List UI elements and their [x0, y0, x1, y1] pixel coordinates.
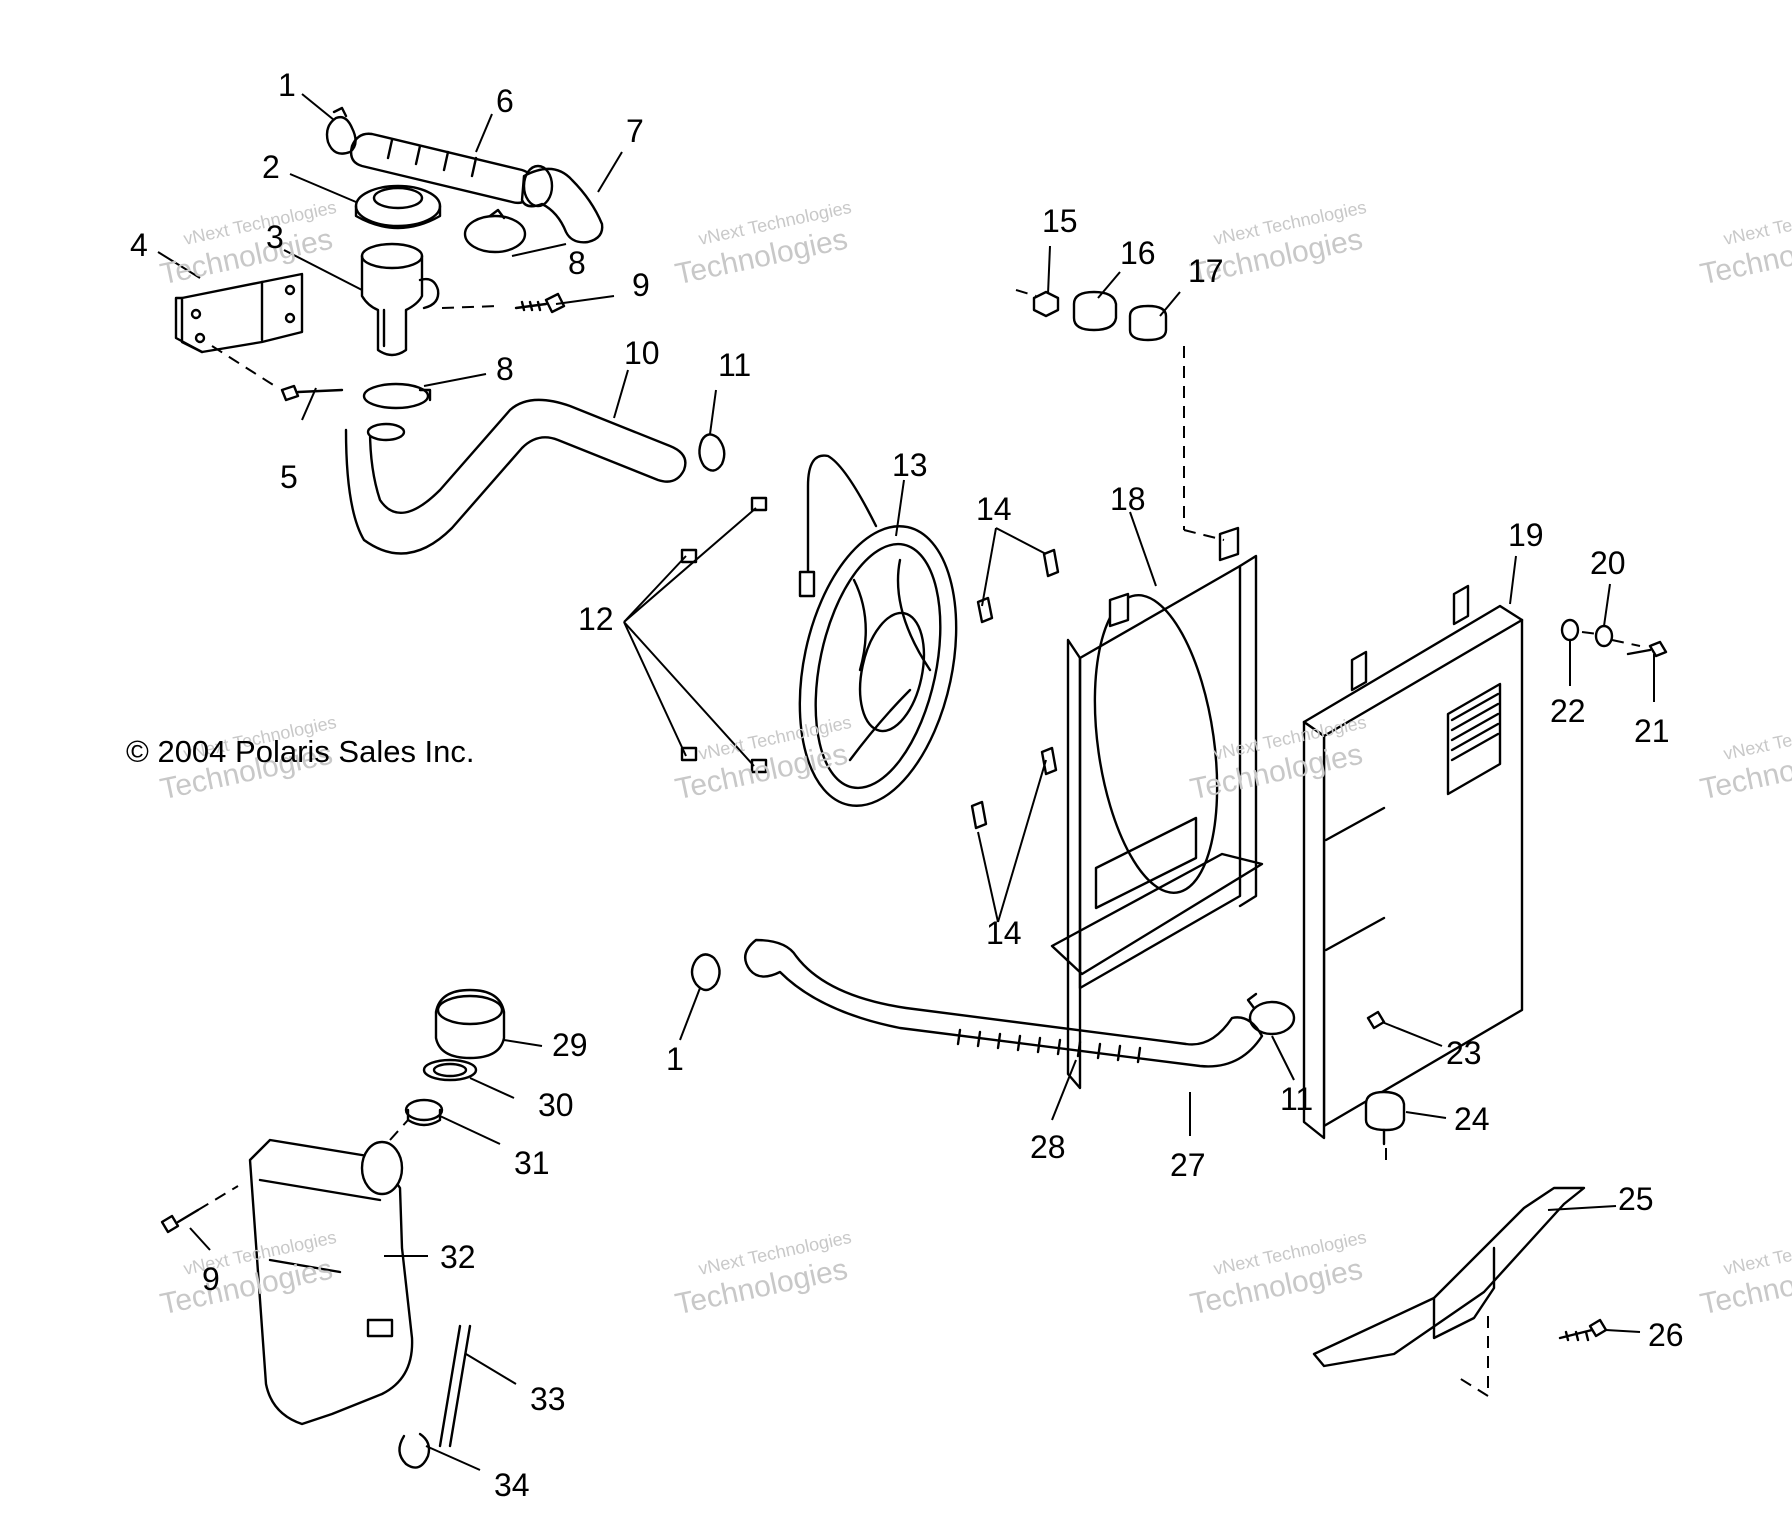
- callout-6: 6: [496, 83, 514, 119]
- callout-20: 20: [1590, 545, 1626, 581]
- part-14-clips: [970, 548, 1060, 830]
- part-31-insert: [404, 1098, 444, 1127]
- part-5-bolt: [280, 384, 344, 402]
- part-18-shroud: [1050, 526, 1264, 1090]
- callout-17: 17: [1188, 253, 1224, 289]
- callout-5: 5: [280, 459, 298, 495]
- part-9-bolt-lower: [160, 1208, 200, 1234]
- callout-33: 33: [530, 1381, 566, 1417]
- part-4-bracket: [174, 272, 304, 354]
- part-13-fan-assembly: [798, 454, 958, 807]
- part-16-grommet: [1072, 290, 1118, 332]
- callout-1: 1: [278, 67, 296, 103]
- callout-24: 24: [1454, 1101, 1490, 1137]
- callout-34: 34: [494, 1467, 530, 1503]
- part-21-bolt: [1626, 640, 1668, 658]
- callout-23: 23: [1446, 1035, 1482, 1071]
- callout-7: 7: [626, 113, 644, 149]
- callout-9-lower: 9: [202, 1261, 220, 1297]
- leader-lines: [157, 93, 1655, 1471]
- callout-8: 8: [568, 245, 586, 281]
- part-33-overflow-tube: [438, 1324, 472, 1448]
- callout-1-lower: 1: [666, 1041, 684, 1077]
- callout-26: 26: [1648, 1317, 1684, 1353]
- callout-21: 21: [1634, 713, 1670, 749]
- part-1-clamp-lower: [690, 953, 721, 992]
- callout-32: 32: [440, 1239, 476, 1275]
- part-25-mount-bracket: [1312, 1186, 1586, 1368]
- callout-14: 14: [976, 491, 1012, 527]
- part-9-screw: [514, 292, 566, 314]
- callout-11-lower: 11: [1280, 1081, 1313, 1117]
- part-32-coolant-reservoir: [248, 1138, 414, 1426]
- callout-numbers: 1 2 3 4 5 6 7 8 9 10 11 12 13 14 15 16 1…: [130, 67, 1684, 1503]
- part-27-28-lower-hose: [744, 938, 1264, 1068]
- callout-4: 4: [130, 227, 148, 263]
- callout-31: 31: [514, 1145, 550, 1181]
- part-12-fasteners: [680, 496, 768, 774]
- part-19-radiator: [1302, 584, 1524, 1140]
- part-22-nut: [1560, 618, 1580, 642]
- part-11-clamp-lower: [1246, 992, 1296, 1036]
- part-20-washer: [1594, 624, 1614, 648]
- callout-16: 16: [1120, 235, 1156, 271]
- callout-14-lower: 14: [986, 915, 1022, 951]
- part-3-filler-neck: [360, 242, 440, 357]
- callout-27: 27: [1170, 1147, 1206, 1183]
- part-29-reservoir-cap: [434, 988, 506, 1060]
- callout-8-lower: 8: [496, 351, 514, 387]
- part-17-spacer: [1128, 304, 1168, 342]
- part-15-nut: [1032, 290, 1060, 318]
- part-26-screw: [1558, 1318, 1608, 1342]
- callout-13: 13: [892, 447, 928, 483]
- callout-22: 22: [1550, 693, 1586, 729]
- callout-10: 10: [624, 335, 660, 371]
- callout-12: 12: [578, 601, 614, 637]
- callout-19: 19: [1508, 517, 1544, 553]
- part-30-gasket: [422, 1058, 478, 1082]
- callout-3: 3: [266, 219, 284, 255]
- part-24-grommet: [1364, 1090, 1406, 1146]
- part-10-hose: [344, 398, 687, 555]
- part-34-tube-clamp: [398, 1432, 431, 1469]
- callout-29: 29: [552, 1027, 588, 1063]
- copyright-notice: © 2004 Polaris Sales Inc.: [126, 734, 475, 769]
- part-7-elbow: [520, 164, 604, 244]
- part-8-clamp-lower: [362, 382, 432, 410]
- callout-11: 11: [718, 347, 751, 383]
- part-8-clamp-upper: [463, 208, 527, 254]
- callout-28: 28: [1030, 1129, 1066, 1165]
- assembly-lines: [197, 289, 1641, 1398]
- part-11-clamp-upper: [698, 433, 726, 472]
- callout-9: 9: [632, 267, 650, 303]
- callout-18: 18: [1110, 481, 1146, 517]
- part-2-radiator-cap: [354, 184, 442, 230]
- callout-30: 30: [538, 1087, 574, 1123]
- callout-15: 15: [1042, 203, 1078, 239]
- callout-25: 25: [1618, 1181, 1654, 1217]
- callout-2: 2: [262, 149, 280, 185]
